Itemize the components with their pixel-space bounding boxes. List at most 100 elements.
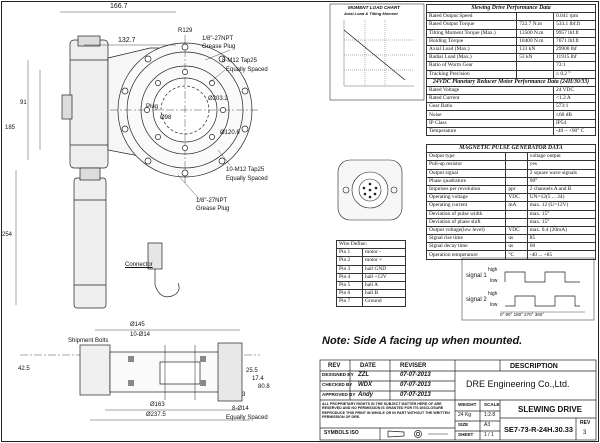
callout-grease-top: Grease Plug <box>202 44 236 50</box>
cell: Deviation of phase shift <box>425 217 507 227</box>
dim-185: 185 <box>5 125 16 131</box>
dim-d237: Ø237.5 <box>146 412 166 418</box>
cell: Pin 7 <box>335 297 364 307</box>
cell: Tracking Precision <box>425 69 518 79</box>
cell: 2 channels A and B <box>526 184 597 195</box>
rev-label: REV <box>580 420 591 426</box>
scale-value: 1:2.8 <box>484 412 496 418</box>
signal-2-high: high <box>488 291 498 297</box>
cell: Rated Output Speed <box>425 12 518 22</box>
moment-load-chart <box>343 20 414 87</box>
cell: Temperature <box>425 126 555 137</box>
callout-eq3: Equally Spaced <box>226 415 268 421</box>
cell: 533.1 lbf.ft <box>553 20 596 30</box>
cell: max. 15° <box>526 217 597 227</box>
iso-projection-symbol-icon <box>387 430 448 438</box>
signal-1-high: high <box>488 267 498 273</box>
pulse-generator-drawing <box>337 159 403 221</box>
cell: 133 kN <box>516 44 555 55</box>
cell <box>505 209 528 219</box>
cell: ≤60 dB <box>553 110 596 120</box>
cell: 60 <box>526 242 597 252</box>
cell: 573:1 <box>553 102 596 112</box>
cell: ppr <box>505 184 528 195</box>
slewing-table-title: Slewing Drive Performance Data <box>426 3 596 14</box>
approve-date: 07-07-2013 <box>400 392 431 398</box>
cell: 53 kN <box>516 53 555 63</box>
cell: Output voltage(low level) <box>425 225 507 236</box>
cell: Ratio of Worm Gear <box>425 61 518 71</box>
cell: °C <box>505 250 528 260</box>
dim-r129: R129 <box>178 28 193 34</box>
title-description-header: DESCRIPTION <box>510 363 558 370</box>
sheet-value: 1 / 1 <box>484 432 494 438</box>
cell: hall GND <box>362 264 406 274</box>
moment-chart-title: MOMENT LOAD CHART <box>348 5 400 10</box>
cell: 722.7 N.m <box>516 20 555 30</box>
cell: Pin 6 <box>335 289 364 299</box>
cell: Operation temperature <box>425 250 507 260</box>
dim-3: 3 <box>242 392 246 398</box>
table-row: Rated Current<1.2 A <box>425 94 596 104</box>
cell: Pull-up resistor <box>425 160 507 170</box>
moment-chart-subtitle: Axial Load & Tilting Moment <box>344 11 398 16</box>
mounting-note: Note: Side A facing up when mounted. <box>322 335 523 347</box>
cell <box>505 152 528 162</box>
checked-by-label: CHECKED BY <box>322 382 353 387</box>
top-view-drawing <box>15 11 260 309</box>
callout-eq2: Equally Spaced <box>226 176 268 182</box>
cell: 90° <box>526 176 597 186</box>
cell: 0.041 rpm <box>553 12 596 22</box>
cell: UN=12(5 ... 24) <box>526 193 597 203</box>
dim-d98: Ø98 <box>160 115 172 121</box>
magnetic-generator-table: MAGNETIC PULSE GENERATOR DATA Output typ… <box>425 143 597 260</box>
dim-10-d14: 10-Ø14 <box>130 332 151 338</box>
callout-shipment-bolts: Shipment Bolts <box>68 338 109 344</box>
cell: 24 VDC <box>553 85 596 96</box>
cell: Impulses per revolution <box>425 184 507 195</box>
callout-plug: Plug <box>146 104 159 110</box>
dim-254: 254 <box>2 232 13 238</box>
signal-waveform <box>461 257 595 321</box>
dim-91: 91 <box>20 100 27 106</box>
cell: 13500 N.m <box>516 28 555 38</box>
design-date: 07-07-2013 <box>400 372 431 378</box>
cell <box>516 61 555 71</box>
size-label: SIZE <box>458 422 469 427</box>
designed-by-label: DESIGNED BY <box>322 372 354 377</box>
approver-name: Andy <box>358 392 373 398</box>
wire-define-title: Wire Define: <box>336 239 406 250</box>
proprietary-notice: ALL PROPRIETARY RIGHTS IN THE SUBJECT MA… <box>322 402 450 419</box>
rev-value: 3 <box>583 430 587 436</box>
cell: Ground <box>362 297 406 307</box>
callout-connector: Connector <box>125 262 153 268</box>
cell: 73:1 <box>553 61 596 71</box>
cell: hall +12V <box>362 272 406 282</box>
designer-name: ZZL <box>358 372 369 378</box>
cell: Noise <box>425 110 555 120</box>
callout-m12: 8-M12 Tap25 <box>222 58 257 64</box>
cell: Rated Current <box>425 94 555 104</box>
cell: motor - <box>362 248 406 258</box>
part-number: SE7-73-R-24H.30.33 <box>504 425 574 434</box>
cell: Operating voltage <box>425 193 507 203</box>
dim-17-4: 17.4 <box>252 376 264 382</box>
dim-80-8: 80.8 <box>258 384 270 390</box>
title-block-grid <box>319 359 597 441</box>
dim-42-5: 42.5 <box>18 366 30 372</box>
cell: Pin 1 <box>335 248 364 258</box>
cell: max. 12 (U=12V) <box>526 201 597 211</box>
cell: max. 0.4 (20mA) <box>526 225 597 236</box>
cell: Signal decay time <box>425 242 507 252</box>
